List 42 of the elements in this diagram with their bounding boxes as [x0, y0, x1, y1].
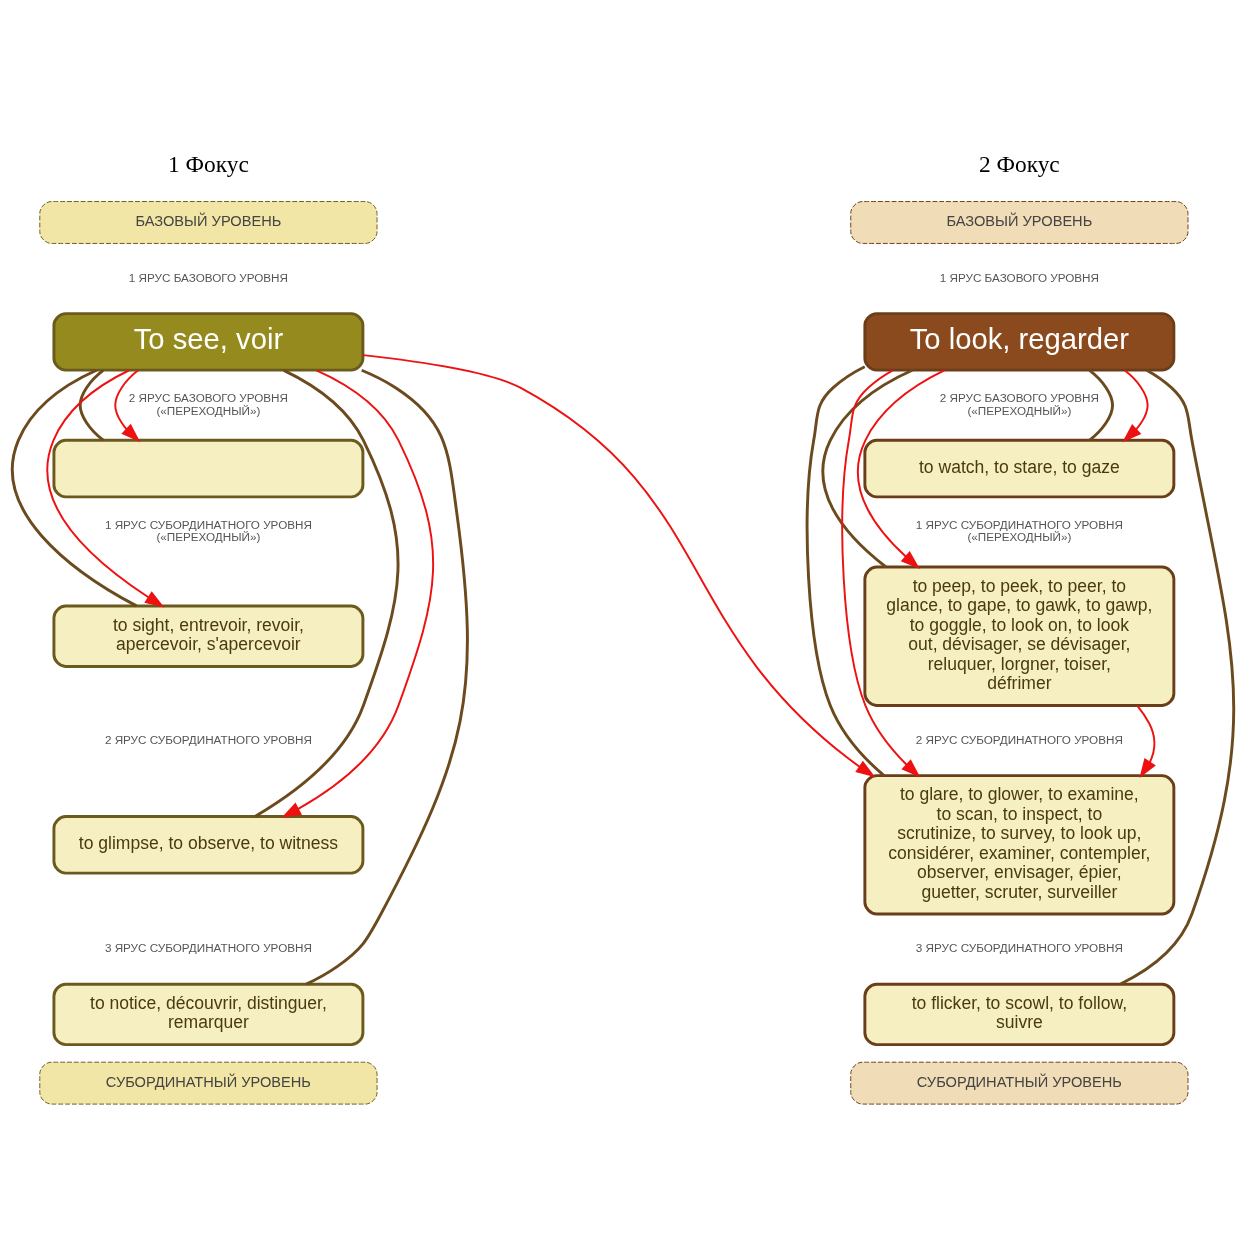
node-box [52, 438, 365, 498]
arrow [856, 368, 946, 569]
connector [254, 368, 400, 818]
node-box: to watch, to stare, to gaze [863, 438, 1176, 498]
label: 2 ЯРУС БАЗОВОГО УРОВНЯ («ПЕРЕХОДНЫЙ») [939, 390, 1099, 417]
label: 1 ЯРУС БАЗОВОГО УРОВНЯ [939, 270, 1099, 284]
connector [78, 368, 105, 441]
connector [805, 364, 886, 777]
node-box: БАЗОВЫЙ УРОВЕНЬ [39, 200, 378, 244]
node-box: To see, voir [52, 311, 365, 372]
node-box: to glimpse, to observe, to witness [52, 814, 365, 875]
label: 2 Фокус [978, 150, 1060, 177]
node-box: to sight, entrevoir, revoir, apercevoir, s'apercevoir [52, 604, 365, 668]
connector [11, 368, 138, 607]
connector [1088, 368, 1114, 441]
node-box: to notice, découvrir, distinguer, remarquer [52, 982, 365, 1046]
label: 2 ЯРУС СУБОРДИНАТНОГО УРОВНЯ [104, 732, 312, 746]
arrow [114, 368, 141, 442]
connector [305, 368, 469, 985]
node-box: to glare, to glower, to examine, to scan, to inspect, to scrutinize, to survey, to look up, considérer, examiner, contempler, observer, envisager, épier, guetter, scruter, surveiller [863, 773, 1176, 915]
arrow [46, 368, 165, 607]
label: 3 ЯРУС СУБОРДИНАТНОГО УРОВНЯ [104, 940, 312, 954]
node-box: to flicker, to scowl, to follow, suivre [863, 982, 1176, 1046]
label: 1 ЯРУС СУБОРДИНАТНОГО УРОВНЯ («ПЕРЕХОДНЫЙ») [104, 517, 312, 543]
arrow [1136, 704, 1156, 778]
arrow [362, 353, 876, 777]
arrow [841, 368, 921, 778]
label: 2 ЯРУС СУБОРДИНАТНОГО УРОВНЯ [915, 732, 1123, 746]
node-box: to peep, to peek, to peer, to glance, to gape, to gawk, to gawp, to goggle, to look on, to look out, dévisager, se dévisager, reluquer, lorgner, toiser, défrimer [863, 565, 1176, 707]
node-box: БАЗОВЫЙ УРОВЕНЬ [850, 200, 1189, 244]
label: 1 ЯРУС СУБОРДИНАТНОГО УРОВНЯ («ПЕРЕХОДНЫЙ») [915, 517, 1123, 543]
node-box: СУБОРДИНАТНЫЙ УРОВЕНЬ [39, 1061, 378, 1105]
arrow [1122, 368, 1149, 442]
connector [821, 368, 913, 568]
connector [1119, 368, 1236, 985]
label: 1 Фокус [168, 150, 249, 177]
label: 3 ЯРУС СУБОРДИНАТНОГО УРОВНЯ [915, 940, 1123, 954]
arrow [281, 368, 434, 818]
label: 2 ЯРУС БАЗОВОГО УРОВНЯ («ПЕРЕХОДНЫЙ») [128, 390, 289, 417]
node-box: СУБОРДИНАТНЫЙ УРОВЕНЬ [850, 1061, 1189, 1105]
label: 1 ЯРУС БАЗОВОГО УРОВНЯ [128, 270, 289, 284]
node-box: To look, regarder [863, 311, 1176, 372]
